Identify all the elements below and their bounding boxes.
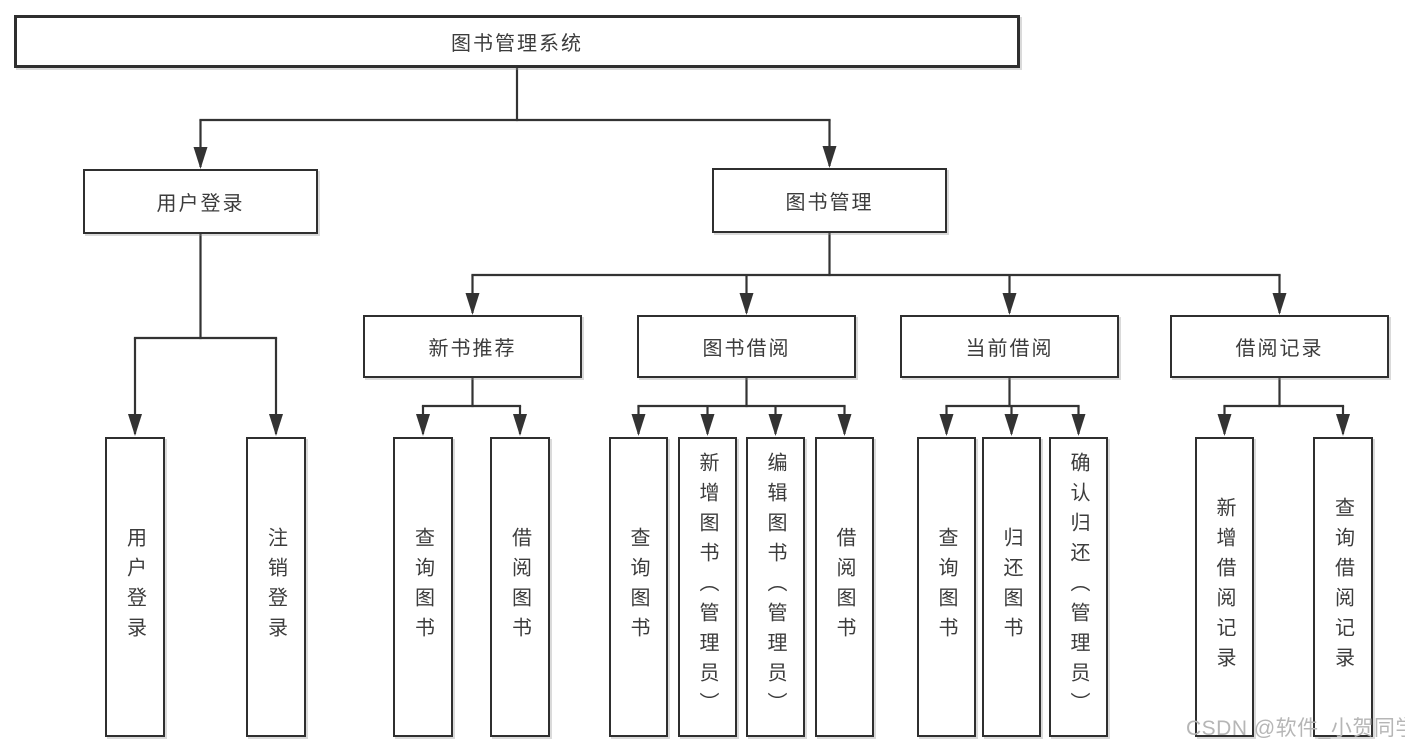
leaf-records-search-borrow-record: 查询借阅记录 — [1313, 437, 1373, 737]
node-user-login: 用户登录 — [83, 169, 318, 234]
node-book-borrowing: 图书借阅 — [637, 315, 856, 378]
csdn-watermark: CSDN @软件_小贺同学 — [1186, 717, 1405, 740]
node-book-management: 图书管理 — [712, 168, 947, 233]
node-library-system: 图书管理系统 — [14, 15, 1020, 68]
leaf-recommend-search-books: 查询图书 — [393, 437, 453, 737]
leaf-borrowing-search-books: 查询图书 — [609, 437, 668, 737]
node-current-borrowing: 当前借阅 — [900, 315, 1119, 378]
leaf-current-search-books: 查询图书 — [917, 437, 976, 737]
node-borrow-records: 借阅记录 — [1170, 315, 1389, 378]
node-new-book-recommend: 新书推荐 — [363, 315, 582, 378]
leaf-logout: 注销登录 — [246, 437, 306, 737]
leaf-borrowing-borrow-books: 借阅图书 — [815, 437, 874, 737]
leaf-user-login: 用户登录 — [105, 437, 165, 737]
leaf-records-add-borrow-record: 新增借阅记录 — [1195, 437, 1254, 737]
leaf-current-confirm-return-admin: 确认归还（管理员） — [1049, 437, 1108, 737]
leaf-borrowing-edit-books-admin: 编辑图书（管理员） — [746, 437, 805, 737]
leaf-recommend-borrow-books: 借阅图书 — [490, 437, 550, 737]
leaf-current-return-books: 归还图书 — [982, 437, 1041, 737]
arrow-lines — [128, 120, 1350, 436]
leaf-borrowing-add-books-admin: 新增图书（管理员） — [678, 437, 737, 737]
